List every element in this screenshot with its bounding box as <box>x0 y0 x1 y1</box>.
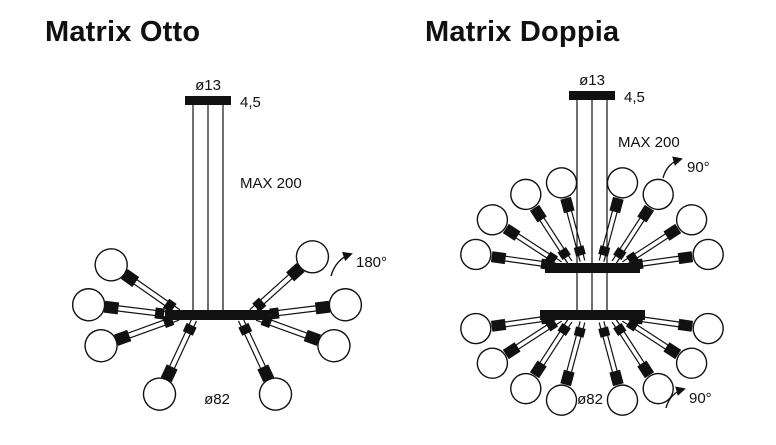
rotation-top-label: 90° <box>687 159 710 176</box>
max-length-label: MAX 200 <box>240 175 302 192</box>
rotation-arrow-bottom-icon <box>665 386 686 409</box>
ceiling-canopy <box>569 91 615 100</box>
suspension-rods <box>576 100 608 314</box>
canopy-diameter-label: ø13 <box>195 77 221 94</box>
lamp-arm <box>542 163 598 266</box>
rotation-bottom-label: 90° <box>689 390 712 407</box>
canopy-height-label: 4,5 <box>624 89 645 106</box>
arm-hub-lower <box>540 310 645 320</box>
product-title-doppia: Matrix Doppia <box>425 16 620 48</box>
product-title-otto: Matrix Otto <box>45 16 201 48</box>
rotation-arrow-icon <box>330 251 353 277</box>
lamp-arm <box>458 301 559 347</box>
lamp-arm <box>225 312 298 417</box>
lamp-arm <box>625 236 726 282</box>
lamp-arm <box>458 236 559 282</box>
rotation-arrow-top-icon <box>662 156 683 179</box>
ceiling-canopy <box>185 96 231 105</box>
lamp-arm <box>261 286 364 332</box>
lamp-arm <box>586 163 642 266</box>
body-diameter-label: ø82 <box>577 391 603 408</box>
arm-hub <box>165 310 270 320</box>
canopy-height-label: 4,5 <box>240 94 261 111</box>
lamp-arm <box>625 301 726 347</box>
max-length-label: MAX 200 <box>618 134 680 151</box>
suspension-rods <box>192 105 224 312</box>
lamp-arm <box>137 312 210 417</box>
lamp-arms <box>70 233 364 417</box>
canopy-diameter-label: ø13 <box>579 72 605 89</box>
rotation-label: 180° <box>356 254 387 271</box>
arm-hub-upper <box>545 263 640 273</box>
body-diameter-label: ø82 <box>204 391 230 408</box>
otto-drawing: ø13 4,5 MAX 200 180° ø82 <box>70 77 387 417</box>
doppia-drawing: ø13 4,5 MAX 200 90° ø82 90° <box>458 72 726 420</box>
